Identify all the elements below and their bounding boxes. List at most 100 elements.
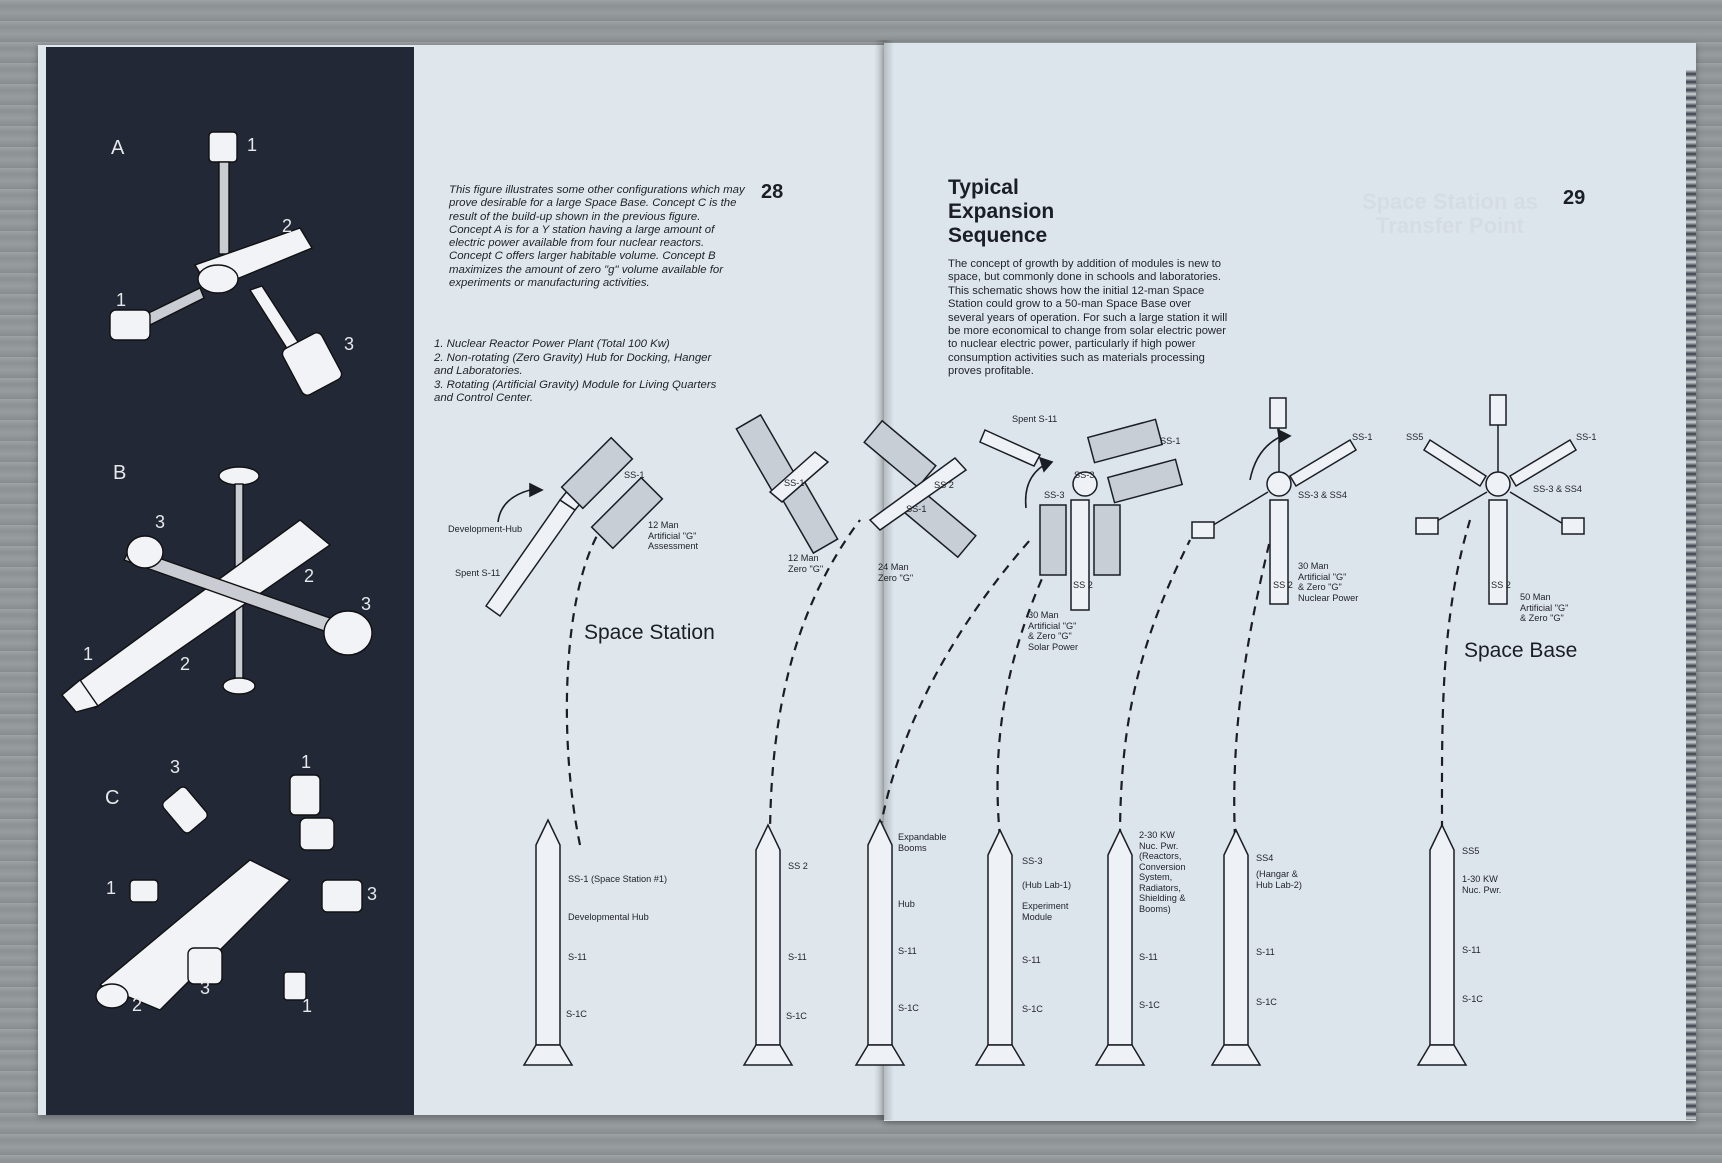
concept-c-num: 1 bbox=[301, 752, 312, 772]
module-body bbox=[868, 456, 968, 531]
fifty-man-label: 50 Man Artificial "G" & Zero "G" bbox=[1520, 592, 1569, 623]
concept-b-num: 2 bbox=[180, 654, 191, 674]
arrowhead bbox=[1276, 428, 1292, 444]
rocket-label: 1-30 KW Nuc. Pwr. bbox=[1462, 874, 1502, 895]
reactor bbox=[1269, 397, 1287, 429]
launch-vehicles bbox=[522, 818, 1468, 1066]
c-reactor-a bbox=[289, 774, 321, 816]
rocket-label: (Hangar & Hub Lab-2) bbox=[1256, 869, 1302, 890]
arrowhead bbox=[529, 482, 544, 498]
ss3-ss4-label: SS-3 & SS4 bbox=[1533, 484, 1583, 494]
dashed-path bbox=[1440, 519, 1472, 831]
solar-array bbox=[590, 476, 664, 550]
reactor bbox=[1191, 521, 1215, 539]
b-nose bbox=[61, 678, 100, 713]
thirty-man-solar-label: 30 Man Artificial "G" & Zero "G" Solar P… bbox=[1028, 610, 1079, 652]
legend-item: 2. Non-rotating (Zero Gravity) Hub for D… bbox=[434, 351, 712, 378]
solar-array bbox=[1106, 458, 1184, 504]
spent-s11-label: Spent S-11 bbox=[455, 568, 501, 578]
dashed-path bbox=[996, 539, 1061, 839]
twelve-man-zero-g-label: 12 Man Zero "G" bbox=[788, 553, 824, 574]
arrow bbox=[1249, 435, 1283, 481]
concept-a-num: 1 bbox=[116, 290, 127, 310]
c-module-c bbox=[187, 947, 223, 985]
concept-c-num: 1 bbox=[106, 878, 117, 898]
rocket-label: S-1C bbox=[566, 1009, 587, 1019]
rocket-7 bbox=[1416, 823, 1468, 1066]
station-drawings bbox=[484, 394, 1585, 618]
concept-b-num: 1 bbox=[83, 644, 94, 664]
arrowhead bbox=[1038, 456, 1054, 473]
boom bbox=[1429, 491, 1488, 526]
solar-array bbox=[1039, 504, 1067, 576]
spent-s11-tank-b bbox=[979, 428, 1042, 467]
a-hub-end bbox=[197, 264, 239, 294]
concept-c-num: 1 bbox=[302, 996, 313, 1016]
c-nose bbox=[95, 983, 129, 1009]
module-body bbox=[1269, 499, 1289, 605]
rocket-2 bbox=[742, 823, 794, 1066]
expansion-body-text: The concept of growth by addition of mod… bbox=[948, 258, 1228, 378]
page-number-28: 28 bbox=[761, 181, 784, 203]
concept-a-illustration bbox=[109, 131, 343, 396]
solar-array bbox=[863, 419, 937, 489]
rocket-label: S-1C bbox=[786, 1011, 807, 1021]
rocket-label: SS4 bbox=[1256, 853, 1274, 863]
b-bottom-disc bbox=[222, 677, 256, 695]
section-title-sequence: Sequence bbox=[948, 224, 1048, 247]
module-tag: SS 2 bbox=[1073, 580, 1093, 590]
c-main-body bbox=[98, 859, 292, 1011]
module-tag: SS-1 bbox=[1576, 432, 1597, 442]
legend-item: 3. Rotating (Artificial Gravity) Module … bbox=[434, 378, 717, 405]
concept-b-num: 3 bbox=[361, 594, 372, 614]
concept-a-num: 1 bbox=[247, 135, 258, 155]
concept-a-num: 3 bbox=[344, 334, 355, 354]
b-module-right bbox=[323, 610, 373, 656]
legend-item: 1. Nuclear Reactor Power Plant (Total 10… bbox=[434, 338, 670, 350]
rocket-label: S-11 bbox=[898, 946, 917, 956]
module-tag: SS5 bbox=[1406, 432, 1424, 442]
solar-array bbox=[560, 436, 634, 510]
module-tag: SS-1 bbox=[784, 478, 805, 488]
arrow bbox=[1024, 464, 1045, 509]
c-reactor-c bbox=[283, 971, 307, 1001]
hub bbox=[1485, 471, 1511, 497]
twentyfour-man-label: 24 Man Zero "G" bbox=[878, 562, 914, 583]
rocket-label: (Hub Lab-1) bbox=[1022, 880, 1072, 890]
c-reactor-b bbox=[129, 879, 159, 903]
solar-array bbox=[1093, 504, 1121, 576]
rocket-label: S-11 bbox=[788, 952, 807, 962]
twelve-man-artificial-g-label: 12 Man Artificial "G" Assessment bbox=[648, 520, 699, 551]
concept-b-num: 3 bbox=[155, 512, 166, 532]
module-arm bbox=[1508, 438, 1578, 488]
ss3-hub-label: SS-3 bbox=[1044, 490, 1065, 500]
a-reactor-left bbox=[109, 309, 151, 341]
module-tag: SS-3 bbox=[1074, 470, 1095, 480]
rocket-label: S-11 bbox=[1139, 952, 1158, 962]
solar-array bbox=[1086, 418, 1164, 464]
concept-c-num: 3 bbox=[170, 757, 181, 777]
section-title-expansion: Expansion bbox=[948, 200, 1055, 223]
rocket-label: S-1C bbox=[1256, 997, 1277, 1007]
rocket-6 bbox=[1210, 828, 1262, 1066]
reactor bbox=[1489, 394, 1507, 426]
reactor bbox=[1415, 517, 1439, 535]
concepts-caption: This figure illustrates some other confi… bbox=[449, 184, 745, 290]
thirty-man-nuclear-label: 30 Man Artificial "G" & Zero "G" Nuclear… bbox=[1298, 561, 1359, 603]
dashed-path bbox=[565, 529, 601, 846]
reactor bbox=[1561, 517, 1585, 535]
module-arm bbox=[1288, 438, 1358, 488]
module-tag: SS 2 bbox=[934, 480, 954, 490]
rocket-label: SS 2 bbox=[788, 861, 808, 871]
rocket-label: S-1C bbox=[898, 1003, 919, 1013]
rocket-3 bbox=[854, 818, 906, 1066]
rocket-label: Experiment Module bbox=[1022, 901, 1069, 922]
concept-a-num: 2 bbox=[282, 216, 293, 236]
boom bbox=[1204, 491, 1269, 531]
concept-c-illustration bbox=[95, 774, 363, 1011]
rocket-label: SS-1 (Space Station #1) bbox=[568, 874, 668, 884]
dashed-path bbox=[1233, 519, 1277, 839]
c-hub-reactor bbox=[299, 817, 335, 851]
